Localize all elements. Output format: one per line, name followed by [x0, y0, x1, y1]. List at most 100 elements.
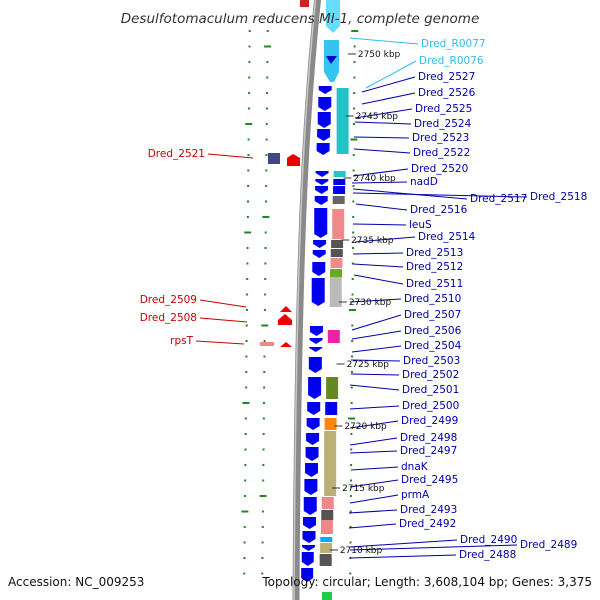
gene-label-dred-2510[interactable]: Dred_2510: [404, 293, 461, 305]
gene-label-dred-2506[interactable]: Dred_2506: [404, 325, 462, 337]
gene-label-dred-2498[interactable]: Dred_2498: [400, 432, 457, 444]
cog-category-block[interactable]: [333, 179, 346, 185]
gene-label-dred-2504[interactable]: Dred_2504: [404, 340, 462, 352]
forward-cds-feature[interactable]: [312, 250, 326, 258]
forward-cds-feature[interactable]: [314, 196, 328, 205]
cog-category-block[interactable]: [320, 520, 333, 534]
gene-label-dred-2516[interactable]: Dred_2516: [410, 204, 468, 216]
forward-cds-feature[interactable]: [306, 433, 320, 445]
cog-category-block[interactable]: [326, 377, 339, 399]
cog-category-block[interactable]: [321, 510, 334, 520]
forward-cds-feature[interactable]: [307, 402, 321, 415]
forward-cds-feature[interactable]: [302, 545, 315, 551]
cog-category-block[interactable]: [333, 171, 346, 177]
cog-category-block[interactable]: [330, 269, 343, 277]
gene-label-dred-2509[interactable]: Dred_2509: [140, 294, 197, 306]
gene-label-dred-2500[interactable]: Dred_2500: [402, 400, 459, 412]
reverse-cds-feature[interactable]: [300, 0, 309, 7]
gene-label-dred-r0076[interactable]: Dred_R0076: [419, 55, 484, 67]
forward-cds-feature[interactable]: [318, 86, 332, 94]
gene-labels[interactable]: Dred_R0077Dred_R0076Dred_2527Dred_2526Dr…: [140, 38, 588, 561]
forward-cds-feature[interactable]: [308, 357, 322, 373]
forward-cds-feature[interactable]: [318, 97, 332, 111]
reverse-cds-feature[interactable]: [280, 342, 292, 347]
forward-cds-feature[interactable]: [317, 112, 331, 128]
gene-label-dred-2524[interactable]: Dred_2524: [414, 118, 472, 130]
gene-label-dred-2527[interactable]: Dred_2527: [418, 71, 475, 83]
gene-label-dred-2497[interactable]: Dred_2497: [400, 445, 457, 457]
forward-cds-feature[interactable]: [308, 377, 322, 399]
gene-label-dred-2493[interactable]: Dred_2493: [400, 504, 457, 516]
gene-label-dred-2518[interactable]: Dred_2518: [530, 191, 587, 203]
gene-label-dred-2525[interactable]: Dred_2525: [415, 103, 472, 115]
reverse-cds-feature[interactable]: [260, 342, 274, 346]
gene-label-dred-2508[interactable]: Dred_2508: [140, 312, 197, 324]
forward-cds-feature[interactable]: [309, 326, 323, 336]
forward-cds-feature[interactable]: [305, 447, 319, 461]
gene-label-dred-2521[interactable]: Dred_2521: [148, 148, 205, 160]
reverse-cds-feature[interactable]: [287, 154, 300, 166]
cog-category-block[interactable]: [327, 330, 340, 343]
gene-label-dred-2520[interactable]: Dred_2520: [411, 163, 468, 175]
gene-label-dred-2517[interactable]: Dred_2517: [470, 193, 527, 205]
cog-category-block[interactable]: [324, 431, 337, 496]
gene-label-dred-2511[interactable]: Dred_2511: [406, 278, 463, 290]
forward-cds-feature[interactable]: [301, 552, 314, 566]
forward-cds-feature[interactable]: [315, 186, 329, 194]
forward-cds-feature[interactable]: [313, 240, 327, 248]
reverse-cds-feature[interactable]: [278, 314, 292, 325]
gene-label-dred-2523[interactable]: Dred_2523: [412, 132, 469, 144]
forward-cds-feature[interactable]: [316, 143, 330, 155]
gene-label-dred-2503[interactable]: Dred_2503: [403, 355, 460, 367]
cog-category-block[interactable]: [320, 537, 333, 542]
cog-category-block[interactable]: [319, 554, 332, 566]
cog-category-block[interactable]: [333, 186, 346, 194]
cog-category-block[interactable]: [322, 592, 332, 600]
forward-cds-feature[interactable]: [311, 278, 325, 306]
cog-category-block[interactable]: [324, 418, 337, 430]
forward-cds-feature[interactable]: [309, 338, 323, 344]
gene-label-dred-2489[interactable]: Dred_2489: [520, 539, 577, 551]
gene-label-dred-2495[interactable]: Dred_2495: [401, 474, 458, 486]
forward-cds-feature[interactable]: [303, 497, 317, 515]
gene-label-nadd[interactable]: nadD: [410, 176, 438, 188]
forward-cds-feature[interactable]: [312, 262, 326, 276]
cog-category-block[interactable]: [320, 543, 333, 553]
gene-label-dred-2526[interactable]: Dred_2526: [418, 87, 476, 99]
cog-category-block[interactable]: [329, 277, 342, 307]
cog-category-block[interactable]: [336, 88, 349, 154]
forward-cds-feature[interactable]: [304, 479, 318, 495]
gene-label-prma[interactable]: prmA: [401, 489, 430, 501]
gene-label-dred-2514[interactable]: Dred_2514: [418, 231, 476, 243]
cog-category-block[interactable]: [332, 196, 345, 204]
cog-category-block[interactable]: [330, 258, 343, 268]
gene-label-dred-2507[interactable]: Dred_2507: [404, 309, 461, 321]
forward-cds-feature[interactable]: [306, 418, 320, 430]
gene-label-dred-2522[interactable]: Dred_2522: [413, 147, 470, 159]
forward-cds-feature[interactable]: [301, 568, 314, 582]
forward-cds-feature[interactable]: [315, 171, 329, 177]
gene-label-dnak[interactable]: dnaK: [401, 461, 429, 473]
gene-label-leus[interactable]: leuS: [409, 219, 432, 231]
forward-cds-feature[interactable]: [304, 463, 318, 477]
gene-label-dred-r0077[interactable]: Dred_R0077: [421, 38, 486, 50]
reverse-cds-feature[interactable]: [268, 153, 280, 164]
cog-category-block[interactable]: [330, 249, 343, 257]
gene-label-dred-2501[interactable]: Dred_2501: [402, 384, 459, 396]
forward-cds-feature[interactable]: [314, 208, 328, 238]
cog-category-block[interactable]: [325, 402, 338, 415]
rna-feature[interactable]: [326, 0, 340, 33]
gene-label-dred-2488[interactable]: Dred_2488: [459, 549, 516, 561]
gene-label-dred-2492[interactable]: Dred_2492: [399, 518, 456, 530]
cog-category-block[interactable]: [331, 240, 344, 248]
forward-cds-feature[interactable]: [309, 347, 323, 352]
forward-cds-feature[interactable]: [303, 517, 317, 529]
gene-label-dred-2513[interactable]: Dred_2513: [406, 247, 463, 259]
gene-label-dred-2490[interactable]: Dred_2490: [460, 534, 517, 546]
gene-label-dred-2502[interactable]: Dred_2502: [402, 369, 459, 381]
cog-category-block[interactable]: [321, 497, 334, 509]
forward-cds-feature[interactable]: [315, 179, 329, 185]
gene-label-rpst[interactable]: rpsT: [170, 335, 193, 347]
forward-cds-feature[interactable]: [317, 129, 331, 141]
gene-label-dred-2499[interactable]: Dred_2499: [401, 415, 458, 427]
